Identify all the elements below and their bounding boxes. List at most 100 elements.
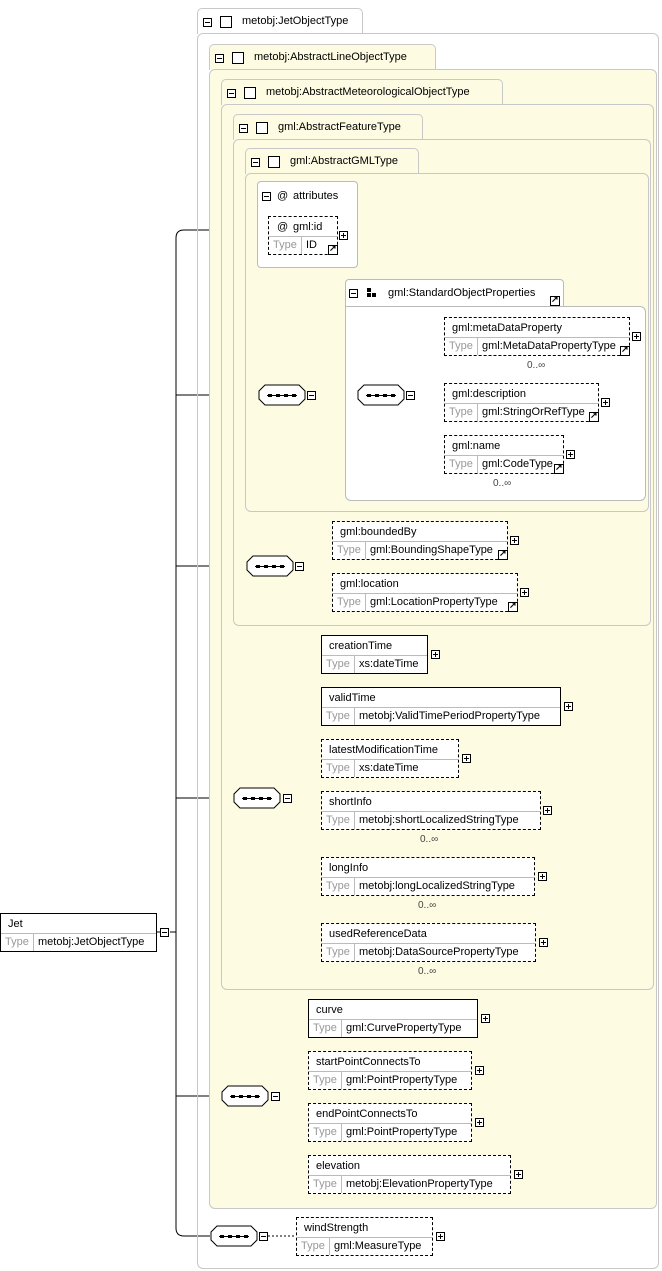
go-to-type-icon[interactable] [508, 600, 518, 612]
type-name: metobj:AbstractMeteorologicalObjectType [266, 86, 470, 98]
attribute-type: ID [306, 239, 317, 251]
complex-type-icon [256, 122, 268, 134]
sequence-compositor-feature[interactable] [246, 555, 294, 577]
type-label: Type [269, 236, 302, 254]
expand-icon[interactable] [462, 754, 471, 763]
element-name: gml:name [452, 440, 501, 452]
expand-icon[interactable] [514, 1170, 523, 1179]
element-start-point-connects-to[interactable]: startPointConnectsTo Type gml:PointPrope… [308, 1051, 472, 1090]
element-end-point-connects-to[interactable]: endPointConnectsTo Type gml:PointPropert… [308, 1103, 472, 1142]
element-creation-time[interactable]: creationTime Type xs:dateTime [321, 635, 428, 674]
sequence-compositor-gml[interactable] [258, 384, 306, 406]
element-name: longInfo [329, 862, 369, 874]
root-element-jet[interactable]: Jet Type metobj:JetObjectType [0, 913, 157, 952]
expand-icon[interactable] [539, 938, 548, 947]
attribute-name: gml:id [293, 221, 323, 233]
sequence-compositor-jet[interactable] [210, 1225, 258, 1247]
collapse-icon[interactable] [251, 158, 260, 167]
type-label: Type [322, 707, 355, 725]
collapse-icon[interactable] [262, 192, 271, 201]
attribute-gml-id[interactable]: @ gml:id Type ID [268, 216, 338, 255]
type-label: Type [445, 403, 478, 421]
element-elevation[interactable]: elevation Type metobj:ElevationPropertyT… [308, 1155, 511, 1194]
expand-icon[interactable] [475, 1066, 484, 1075]
go-to-type-icon[interactable] [589, 410, 599, 422]
collapse-icon[interactable] [239, 124, 248, 133]
element-name: gml:description [452, 388, 526, 400]
tab-abstract-line-object-type: metobj:AbstractLineObjectType [209, 44, 436, 70]
jet-object-type-box [197, 33, 659, 1269]
expand-icon[interactable] [481, 1014, 490, 1023]
collapse-icon[interactable] [215, 54, 224, 63]
expand-icon[interactable] [564, 702, 573, 711]
element-name: latestModificationTime [329, 744, 439, 756]
element-location[interactable]: gml:location Type gml:LocationPropertyTy… [332, 573, 518, 612]
complex-type-icon [268, 156, 280, 168]
element-short-info[interactable]: shortInfo Type metobj:shortLocalizedStri… [321, 791, 541, 830]
element-wind-strength[interactable]: windStrength Type gml:MeasureType [296, 1217, 433, 1256]
collapse-icon[interactable] [160, 928, 169, 937]
element-curve[interactable]: curve Type gml:CurvePropertyType [308, 999, 478, 1038]
collapse-icon[interactable] [283, 794, 292, 803]
collapse-icon[interactable] [259, 1232, 268, 1241]
type-name: gml:AbstractFeatureType [278, 121, 401, 133]
collapse-icon[interactable] [349, 289, 358, 298]
element-name: gml:boundedBy [340, 526, 417, 538]
expand-icon[interactable] [510, 536, 519, 545]
element-description[interactable]: gml:description Type gml:StringOrRefType [444, 383, 599, 422]
sequence-compositor-standard-properties[interactable] [357, 384, 405, 406]
element-name-gml[interactable]: gml:name Type gml:CodeType [444, 435, 564, 474]
element-type: xs:dateTime [359, 762, 419, 774]
element-type: gml:CodeType [482, 458, 553, 470]
expand-icon[interactable] [520, 588, 529, 597]
element-name: startPointConnectsTo [316, 1056, 421, 1068]
type-label: Type [445, 337, 478, 355]
type-label: Type [322, 811, 355, 829]
type-label: Type [333, 541, 366, 559]
go-to-type-icon[interactable] [328, 243, 338, 255]
collapse-icon[interactable] [271, 1092, 280, 1101]
collapse-icon[interactable] [406, 391, 415, 400]
element-used-reference-data[interactable]: usedReferenceData Type metobj:DataSource… [321, 923, 536, 962]
sequence-compositor-meteorological[interactable] [233, 787, 281, 809]
expand-icon[interactable] [431, 650, 440, 659]
element-name: creationTime [329, 640, 393, 652]
element-valid-time[interactable]: validTime Type metobj:ValidTimePeriodPro… [321, 687, 561, 726]
element-bounded-by[interactable]: gml:boundedBy Type gml:BoundingShapeType [332, 521, 508, 560]
sequence-compositor-line-object[interactable] [221, 1085, 269, 1107]
expand-icon[interactable] [601, 398, 610, 407]
element-type: metobj:DataSourcePropertyType [359, 946, 519, 958]
collapse-icon[interactable] [227, 89, 236, 98]
go-to-group-icon[interactable] [550, 294, 560, 306]
type-label: Type [333, 593, 366, 611]
type-label: Type [309, 1019, 342, 1037]
expand-icon[interactable] [566, 450, 575, 459]
tab-abstract-gml-type: gml:AbstractGMLType [245, 148, 419, 174]
go-to-type-icon[interactable] [498, 548, 508, 560]
expand-icon[interactable] [543, 806, 552, 815]
element-type: gml:StringOrRefType [482, 406, 585, 418]
expand-icon[interactable] [538, 872, 547, 881]
element-latest-modification-time[interactable]: latestModificationTime Type xs:dateTime [321, 739, 459, 778]
element-type: gml:MetaDataPropertyType [482, 340, 616, 352]
element-meta-data-property[interactable]: gml:metaDataProperty Type gml:MetaDataPr… [444, 317, 630, 356]
expand-icon[interactable] [436, 1232, 445, 1241]
type-label: Type [322, 943, 355, 961]
element-name: validTime [329, 692, 376, 704]
tab-abstract-meteorological-object-type: metobj:AbstractMeteorologicalObjectType [221, 79, 503, 105]
element-long-info[interactable]: longInfo Type metobj:longLocalizedString… [321, 857, 535, 896]
expand-icon[interactable] [339, 231, 348, 240]
go-to-type-icon[interactable] [620, 344, 630, 356]
element-type: gml:BoundingShapeType [370, 544, 493, 556]
complex-type-icon [244, 87, 256, 99]
cardinality: 0..∞ [493, 478, 512, 489]
collapse-icon[interactable] [307, 391, 316, 400]
cardinality: 0..∞ [527, 360, 546, 371]
type-label: Type [1, 933, 34, 951]
expand-icon[interactable] [632, 332, 641, 341]
go-to-type-icon[interactable] [554, 462, 564, 474]
collapse-icon[interactable] [295, 562, 304, 571]
element-type: gml:LocationPropertyType [370, 596, 498, 608]
expand-icon[interactable] [475, 1118, 484, 1127]
collapse-icon[interactable] [203, 18, 212, 27]
